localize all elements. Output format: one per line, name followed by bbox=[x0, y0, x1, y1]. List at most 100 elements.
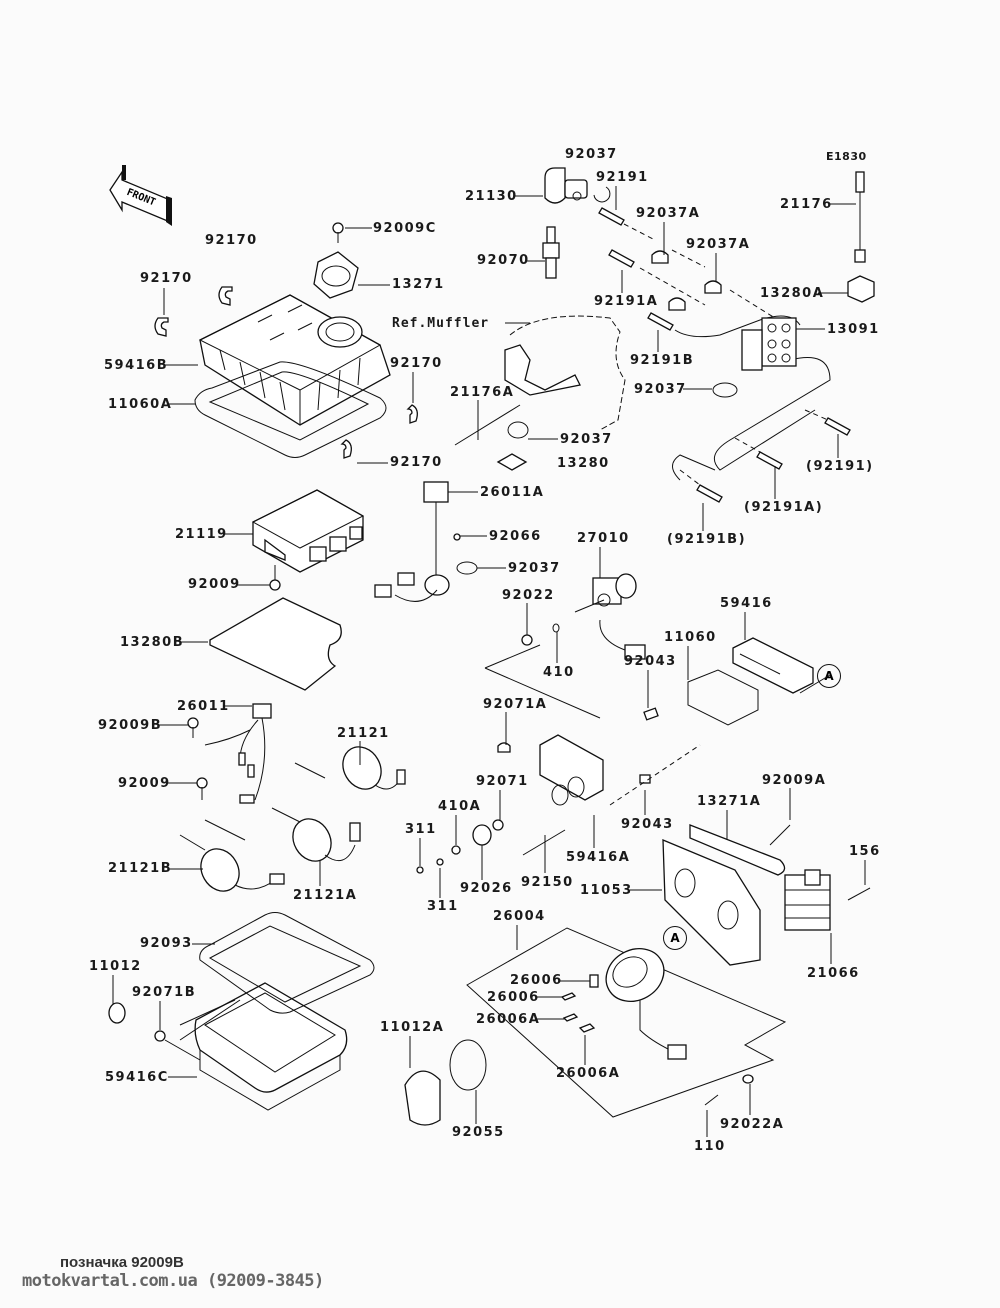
part-label-92191a-paren[interactable]: (92191A) bbox=[744, 500, 824, 515]
part-label-92009c[interactable]: 92009C bbox=[373, 221, 437, 236]
part-label-92191b-paren[interactable]: (92191B) bbox=[667, 532, 747, 547]
part-label-11053[interactable]: 11053 bbox=[580, 883, 633, 898]
sensor-26004 bbox=[605, 948, 687, 1060]
ref-muffler-label: Ref.Muffler bbox=[392, 316, 490, 331]
part-label-410a[interactable]: 410A bbox=[438, 799, 482, 814]
part-label-110[interactable]: 110 bbox=[694, 1139, 726, 1154]
part-label-311[interactable]: 311 bbox=[427, 899, 459, 914]
part-label-21066[interactable]: 21066 bbox=[807, 966, 860, 981]
part-label-26004[interactable]: 26004 bbox=[493, 909, 546, 924]
part-label-92070[interactable]: 92070 bbox=[477, 253, 530, 268]
housing-59416 bbox=[732, 637, 814, 694]
bracket-13271a bbox=[689, 824, 786, 876]
part-label-92150[interactable]: 92150 bbox=[521, 875, 574, 890]
part-label-59416b[interactable]: 59416B bbox=[104, 358, 169, 373]
part-label-92191b[interactable]: 92191B bbox=[630, 353, 695, 368]
part-label-11012a[interactable]: 11012A bbox=[380, 1020, 445, 1035]
part-label-13280[interactable]: 13280 bbox=[557, 456, 610, 471]
part-label-92191a[interactable]: 92191A bbox=[594, 294, 659, 309]
hose-pieces bbox=[598, 207, 851, 503]
top-cover bbox=[198, 294, 391, 426]
part-label-92043[interactable]: 92043 bbox=[621, 817, 674, 832]
part-label-13280a[interactable]: 13280A bbox=[760, 286, 825, 301]
part-label-92043[interactable]: 92043 bbox=[624, 654, 677, 669]
part-label-311[interactable]: 311 bbox=[405, 822, 437, 837]
part-label-13280b[interactable]: 13280B bbox=[120, 635, 185, 650]
part-label-59416a[interactable]: 59416A bbox=[566, 850, 631, 865]
pad-13280 bbox=[496, 453, 528, 471]
actuator-27010 bbox=[574, 573, 646, 660]
part-label-26011[interactable]: 26011 bbox=[177, 699, 230, 714]
part-label-92071b[interactable]: 92071B bbox=[132, 985, 197, 1000]
sensor-21176 bbox=[854, 171, 866, 263]
part-label-92026[interactable]: 92026 bbox=[460, 881, 513, 896]
part-label-92071[interactable]: 92071 bbox=[476, 774, 529, 789]
part-label-21130[interactable]: 21130 bbox=[465, 189, 518, 204]
screw-92009b bbox=[187, 717, 199, 738]
clip-92170-a bbox=[218, 286, 233, 306]
part-label-92037a[interactable]: 92037A bbox=[686, 237, 751, 252]
part-label-92009a[interactable]: 92009A bbox=[762, 773, 827, 788]
part-label-92170[interactable]: 92170 bbox=[390, 455, 443, 470]
part-label-59416[interactable]: 59416 bbox=[720, 596, 773, 611]
part-label-92170[interactable]: 92170 bbox=[140, 271, 193, 286]
plate-11053 bbox=[662, 839, 761, 966]
callout-a-1: A bbox=[817, 664, 841, 688]
harness-26011a bbox=[374, 481, 450, 602]
part-label-92093[interactable]: 92093 bbox=[140, 936, 193, 951]
part-label-410[interactable]: 410 bbox=[543, 665, 575, 680]
part-label-92191-paren[interactable]: (92191) bbox=[806, 459, 874, 474]
part-label-26006a[interactable]: 26006A bbox=[556, 1066, 621, 1081]
part-label-11060a[interactable]: 11060A bbox=[108, 397, 173, 412]
part-label-92009[interactable]: 92009 bbox=[188, 577, 241, 592]
gasket-11060 bbox=[687, 669, 759, 726]
part-label-92009[interactable]: 92009 bbox=[118, 776, 171, 791]
part-label-92037[interactable]: 92037 bbox=[634, 382, 687, 397]
part-label-11012[interactable]: 11012 bbox=[89, 959, 142, 974]
part-label-92022[interactable]: 92022 bbox=[502, 588, 555, 603]
part-label-26011a[interactable]: 26011A bbox=[480, 485, 545, 500]
ignition-coil-21121a bbox=[271, 807, 361, 862]
part-label-26006[interactable]: 26006 bbox=[487, 990, 540, 1005]
part-label-92037[interactable]: 92037 bbox=[560, 432, 613, 447]
sensor-21176a bbox=[454, 404, 521, 446]
part-label-92170[interactable]: 92170 bbox=[390, 356, 443, 371]
group-26004-bracket bbox=[466, 927, 787, 1118]
ignition-coil-21121 bbox=[294, 746, 406, 790]
part-label-92037a[interactable]: 92037A bbox=[636, 206, 701, 221]
part-label-59416c[interactable]: 59416C bbox=[105, 1070, 169, 1085]
part-label-92022a[interactable]: 92022A bbox=[720, 1117, 785, 1132]
part-label-21121b[interactable]: 21121B bbox=[108, 861, 173, 876]
part-label-21176a[interactable]: 21176A bbox=[450, 385, 515, 400]
clip-92170-b bbox=[154, 317, 169, 337]
oring-92055 bbox=[449, 1039, 487, 1091]
part-label-21119[interactable]: 21119 bbox=[175, 527, 228, 542]
part-label-26006a[interactable]: 26006A bbox=[476, 1012, 541, 1027]
ecu-21119 bbox=[251, 489, 365, 573]
part-label-92170[interactable]: 92170 bbox=[205, 233, 258, 248]
part-label-92066[interactable]: 92066 bbox=[489, 529, 542, 544]
part-label-21176[interactable]: 21176 bbox=[780, 197, 833, 212]
part-label-92191[interactable]: 92191 bbox=[596, 170, 649, 185]
part-label-26006[interactable]: 26006 bbox=[510, 973, 563, 988]
diagram-code: E1830 bbox=[826, 150, 867, 163]
part-label-92037[interactable]: 92037 bbox=[508, 561, 561, 576]
part-label-21121[interactable]: 21121 bbox=[337, 726, 390, 741]
part-label-27010[interactable]: 27010 bbox=[577, 531, 630, 546]
part-label-92009b[interactable]: 92009B bbox=[98, 718, 163, 733]
part-label-11060[interactable]: 11060 bbox=[664, 630, 717, 645]
ignition-coil-21121b bbox=[179, 834, 285, 892]
cap-11012a bbox=[404, 1070, 441, 1126]
part-label-13091[interactable]: 13091 bbox=[827, 322, 880, 337]
clip-92170-d bbox=[340, 439, 352, 459]
part-label-13271a[interactable]: 13271A bbox=[697, 794, 762, 809]
part-label-92037[interactable]: 92037 bbox=[565, 147, 618, 162]
regulator-21066 bbox=[784, 869, 831, 931]
flange-13271 bbox=[313, 251, 359, 299]
part-label-92055[interactable]: 92055 bbox=[452, 1125, 505, 1140]
part-label-13271[interactable]: 13271 bbox=[392, 277, 445, 292]
part-label-92071a[interactable]: 92071A bbox=[483, 697, 548, 712]
part-label-21121a[interactable]: 21121A bbox=[293, 888, 358, 903]
part-label-156[interactable]: 156 bbox=[849, 844, 881, 859]
